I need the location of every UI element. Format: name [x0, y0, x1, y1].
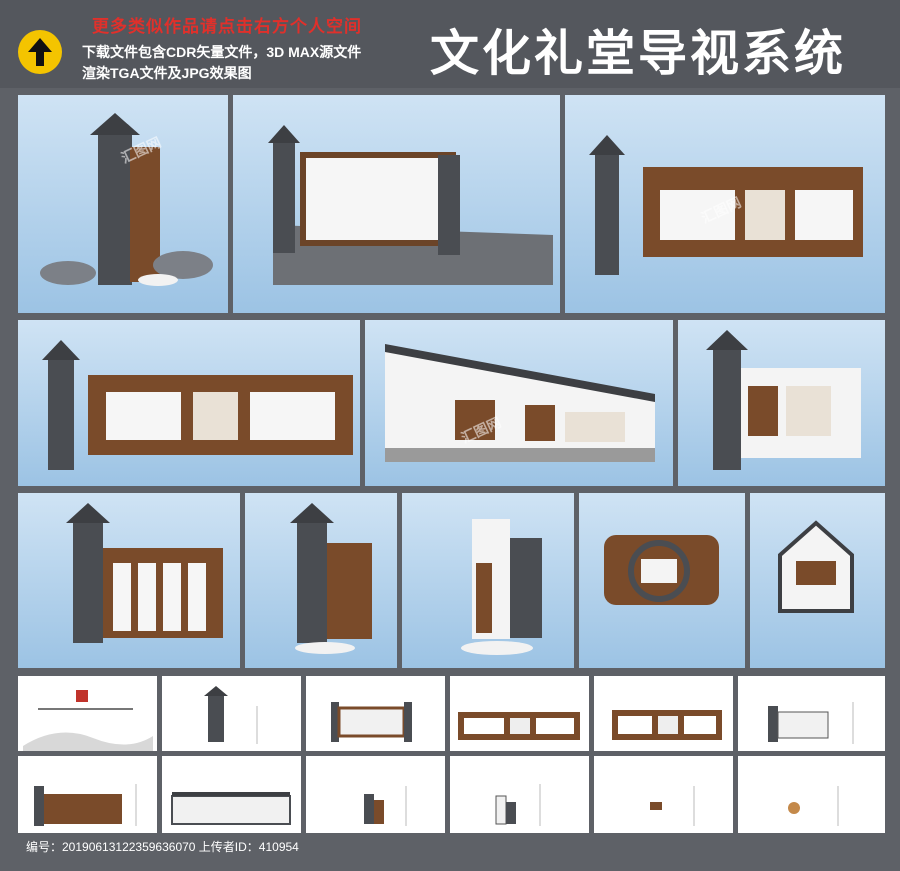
render-panel-6 — [678, 320, 885, 486]
render-panel-5 — [365, 320, 673, 486]
render-info: 渲染TGA文件及JPG效果图 — [82, 65, 252, 81]
drawing-panel-3 — [306, 676, 445, 751]
render-panel-4 — [18, 320, 360, 486]
drawing-panel-11 — [594, 756, 733, 833]
drawing-panel-9 — [306, 756, 445, 833]
header-bar — [0, 0, 900, 88]
drawing-panel-2 — [162, 676, 301, 751]
render-panel-2 — [233, 95, 560, 313]
render-panel-7 — [18, 493, 240, 668]
render-panel-11 — [750, 493, 885, 668]
files-info: 下载文件包含CDR矢量文件，3D MAX源文件 — [82, 44, 362, 60]
up-arrow-icon[interactable] — [18, 30, 62, 74]
drawing-panel-6 — [738, 676, 885, 751]
render-panel-3 — [565, 95, 885, 313]
promo-link[interactable]: 更多类似作品请点击右方个人空间 — [92, 17, 362, 37]
footer-bar — [0, 835, 900, 855]
drawing-panel-8 — [162, 756, 301, 833]
drawing-panel-12 — [738, 756, 885, 833]
render-panel-9 — [402, 493, 574, 668]
drawing-panel-1 — [18, 676, 157, 751]
drawing-panel-4 — [450, 676, 589, 751]
drawing-panel-10 — [450, 756, 589, 833]
render-panel-10 — [579, 493, 745, 668]
page-title: 文化礼堂导视系统 — [430, 25, 847, 82]
footer-meta: 编号：20190613122359636070 上传者ID：410954 — [26, 840, 299, 854]
render-panel-8 — [245, 493, 397, 668]
drawing-panel-5 — [594, 676, 733, 751]
render-panel-1 — [18, 95, 228, 313]
drawing-panel-7 — [18, 756, 157, 833]
